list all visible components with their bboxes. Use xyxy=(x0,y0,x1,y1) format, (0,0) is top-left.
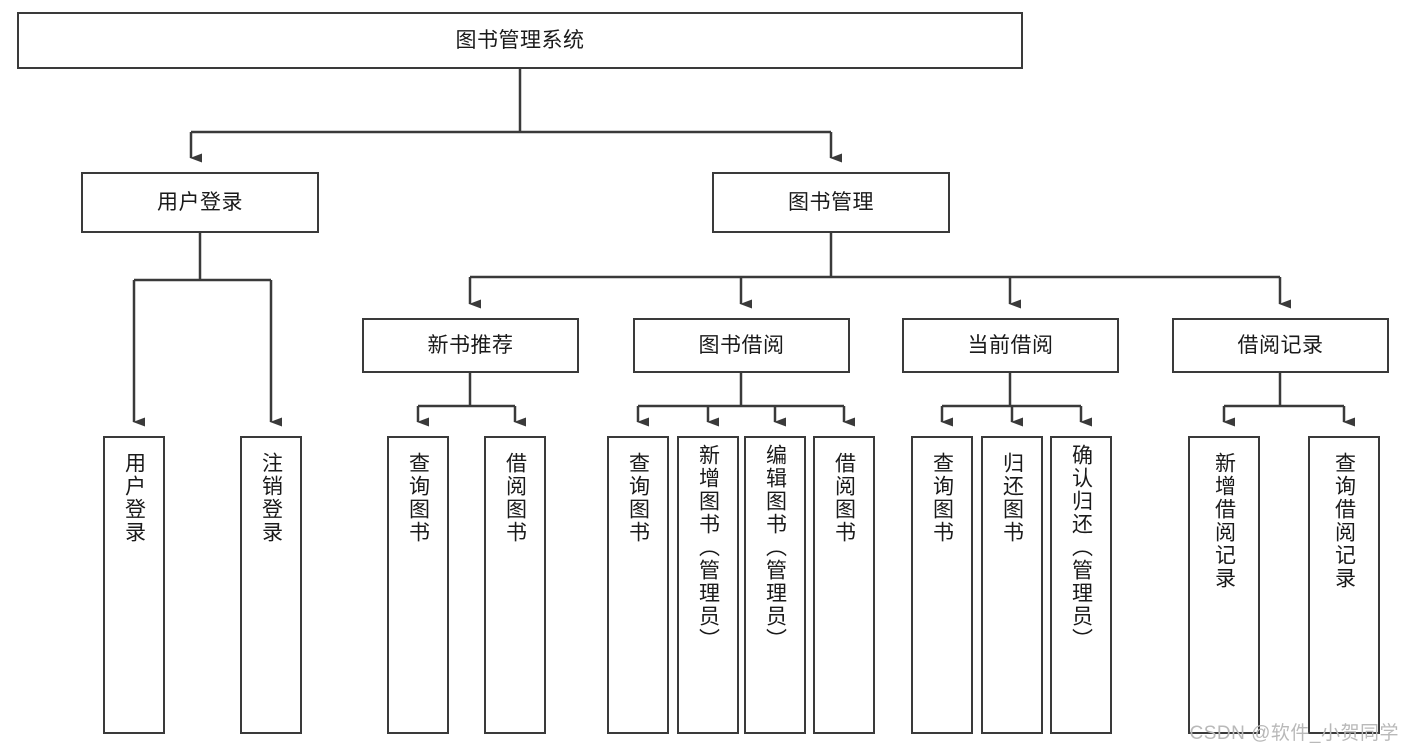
node-borrow-record[interactable]: 借阅记录 xyxy=(1172,318,1389,373)
node-root-label: 图书管理系统 xyxy=(455,28,585,52)
node-leaf-rec-add-label: 新增借阅记录 xyxy=(1212,452,1236,590)
node-new-book-rec[interactable]: 新书推荐 xyxy=(362,318,579,373)
node-leaf-rec-search-label: 查询借阅记录 xyxy=(1332,452,1356,590)
node-leaf-rec-search[interactable]: 查询借阅记录 xyxy=(1308,436,1380,734)
node-leaf-borrow-query[interactable]: 查询图书 xyxy=(607,436,669,734)
node-new-book-rec-label: 新书推荐 xyxy=(427,333,514,357)
node-leaf-cur-return[interactable]: 归还图书 xyxy=(981,436,1043,734)
node-leaf-rec-query[interactable]: 查询图书 xyxy=(387,436,449,734)
node-current-borrow-label: 当前借阅 xyxy=(967,333,1054,357)
node-leaf-cur-return-label: 归还图书 xyxy=(1000,452,1024,544)
node-leaf-user-login-label: 用户登录 xyxy=(122,452,146,544)
node-leaf-borrow-edit-label: 编辑图书（管理员） xyxy=(763,444,787,651)
node-leaf-cur-query-label: 查询图书 xyxy=(930,452,954,544)
node-leaf-cur-confirm[interactable]: 确认归还（管理员） xyxy=(1050,436,1112,734)
node-book-manage[interactable]: 图书管理 xyxy=(712,172,950,233)
node-root[interactable]: 图书管理系统 xyxy=(17,12,1023,69)
node-user-login[interactable]: 用户登录 xyxy=(81,172,319,233)
node-leaf-borrow-lend[interactable]: 借阅图书 xyxy=(813,436,875,734)
node-book-manage-label: 图书管理 xyxy=(788,190,874,214)
node-leaf-borrow-edit[interactable]: 编辑图书（管理员） xyxy=(744,436,806,734)
node-leaf-user-logout-label: 注销登录 xyxy=(259,452,283,544)
node-leaf-borrow-add[interactable]: 新增图书（管理员） xyxy=(677,436,739,734)
node-leaf-user-logout[interactable]: 注销登录 xyxy=(240,436,302,734)
node-leaf-rec-query-label: 查询图书 xyxy=(406,452,430,544)
node-leaf-cur-query[interactable]: 查询图书 xyxy=(911,436,973,734)
node-book-borrow[interactable]: 图书借阅 xyxy=(633,318,850,373)
csdn-watermark: CSDN @软件_小贺同学 xyxy=(1189,723,1399,744)
node-current-borrow[interactable]: 当前借阅 xyxy=(902,318,1119,373)
node-book-borrow-label: 图书借阅 xyxy=(698,333,785,357)
node-leaf-user-login[interactable]: 用户登录 xyxy=(103,436,165,734)
node-leaf-rec-borrow-label: 借阅图书 xyxy=(503,452,527,544)
node-leaf-borrow-add-label: 新增图书（管理员） xyxy=(696,444,720,651)
node-leaf-borrow-lend-label: 借阅图书 xyxy=(832,452,856,544)
node-leaf-rec-borrow[interactable]: 借阅图书 xyxy=(484,436,546,734)
node-leaf-rec-add[interactable]: 新增借阅记录 xyxy=(1188,436,1260,734)
node-borrow-record-label: 借阅记录 xyxy=(1237,333,1324,357)
node-leaf-borrow-query-label: 查询图书 xyxy=(626,452,650,544)
node-leaf-cur-confirm-label: 确认归还（管理员） xyxy=(1069,444,1093,651)
node-user-login-label: 用户登录 xyxy=(157,190,243,214)
